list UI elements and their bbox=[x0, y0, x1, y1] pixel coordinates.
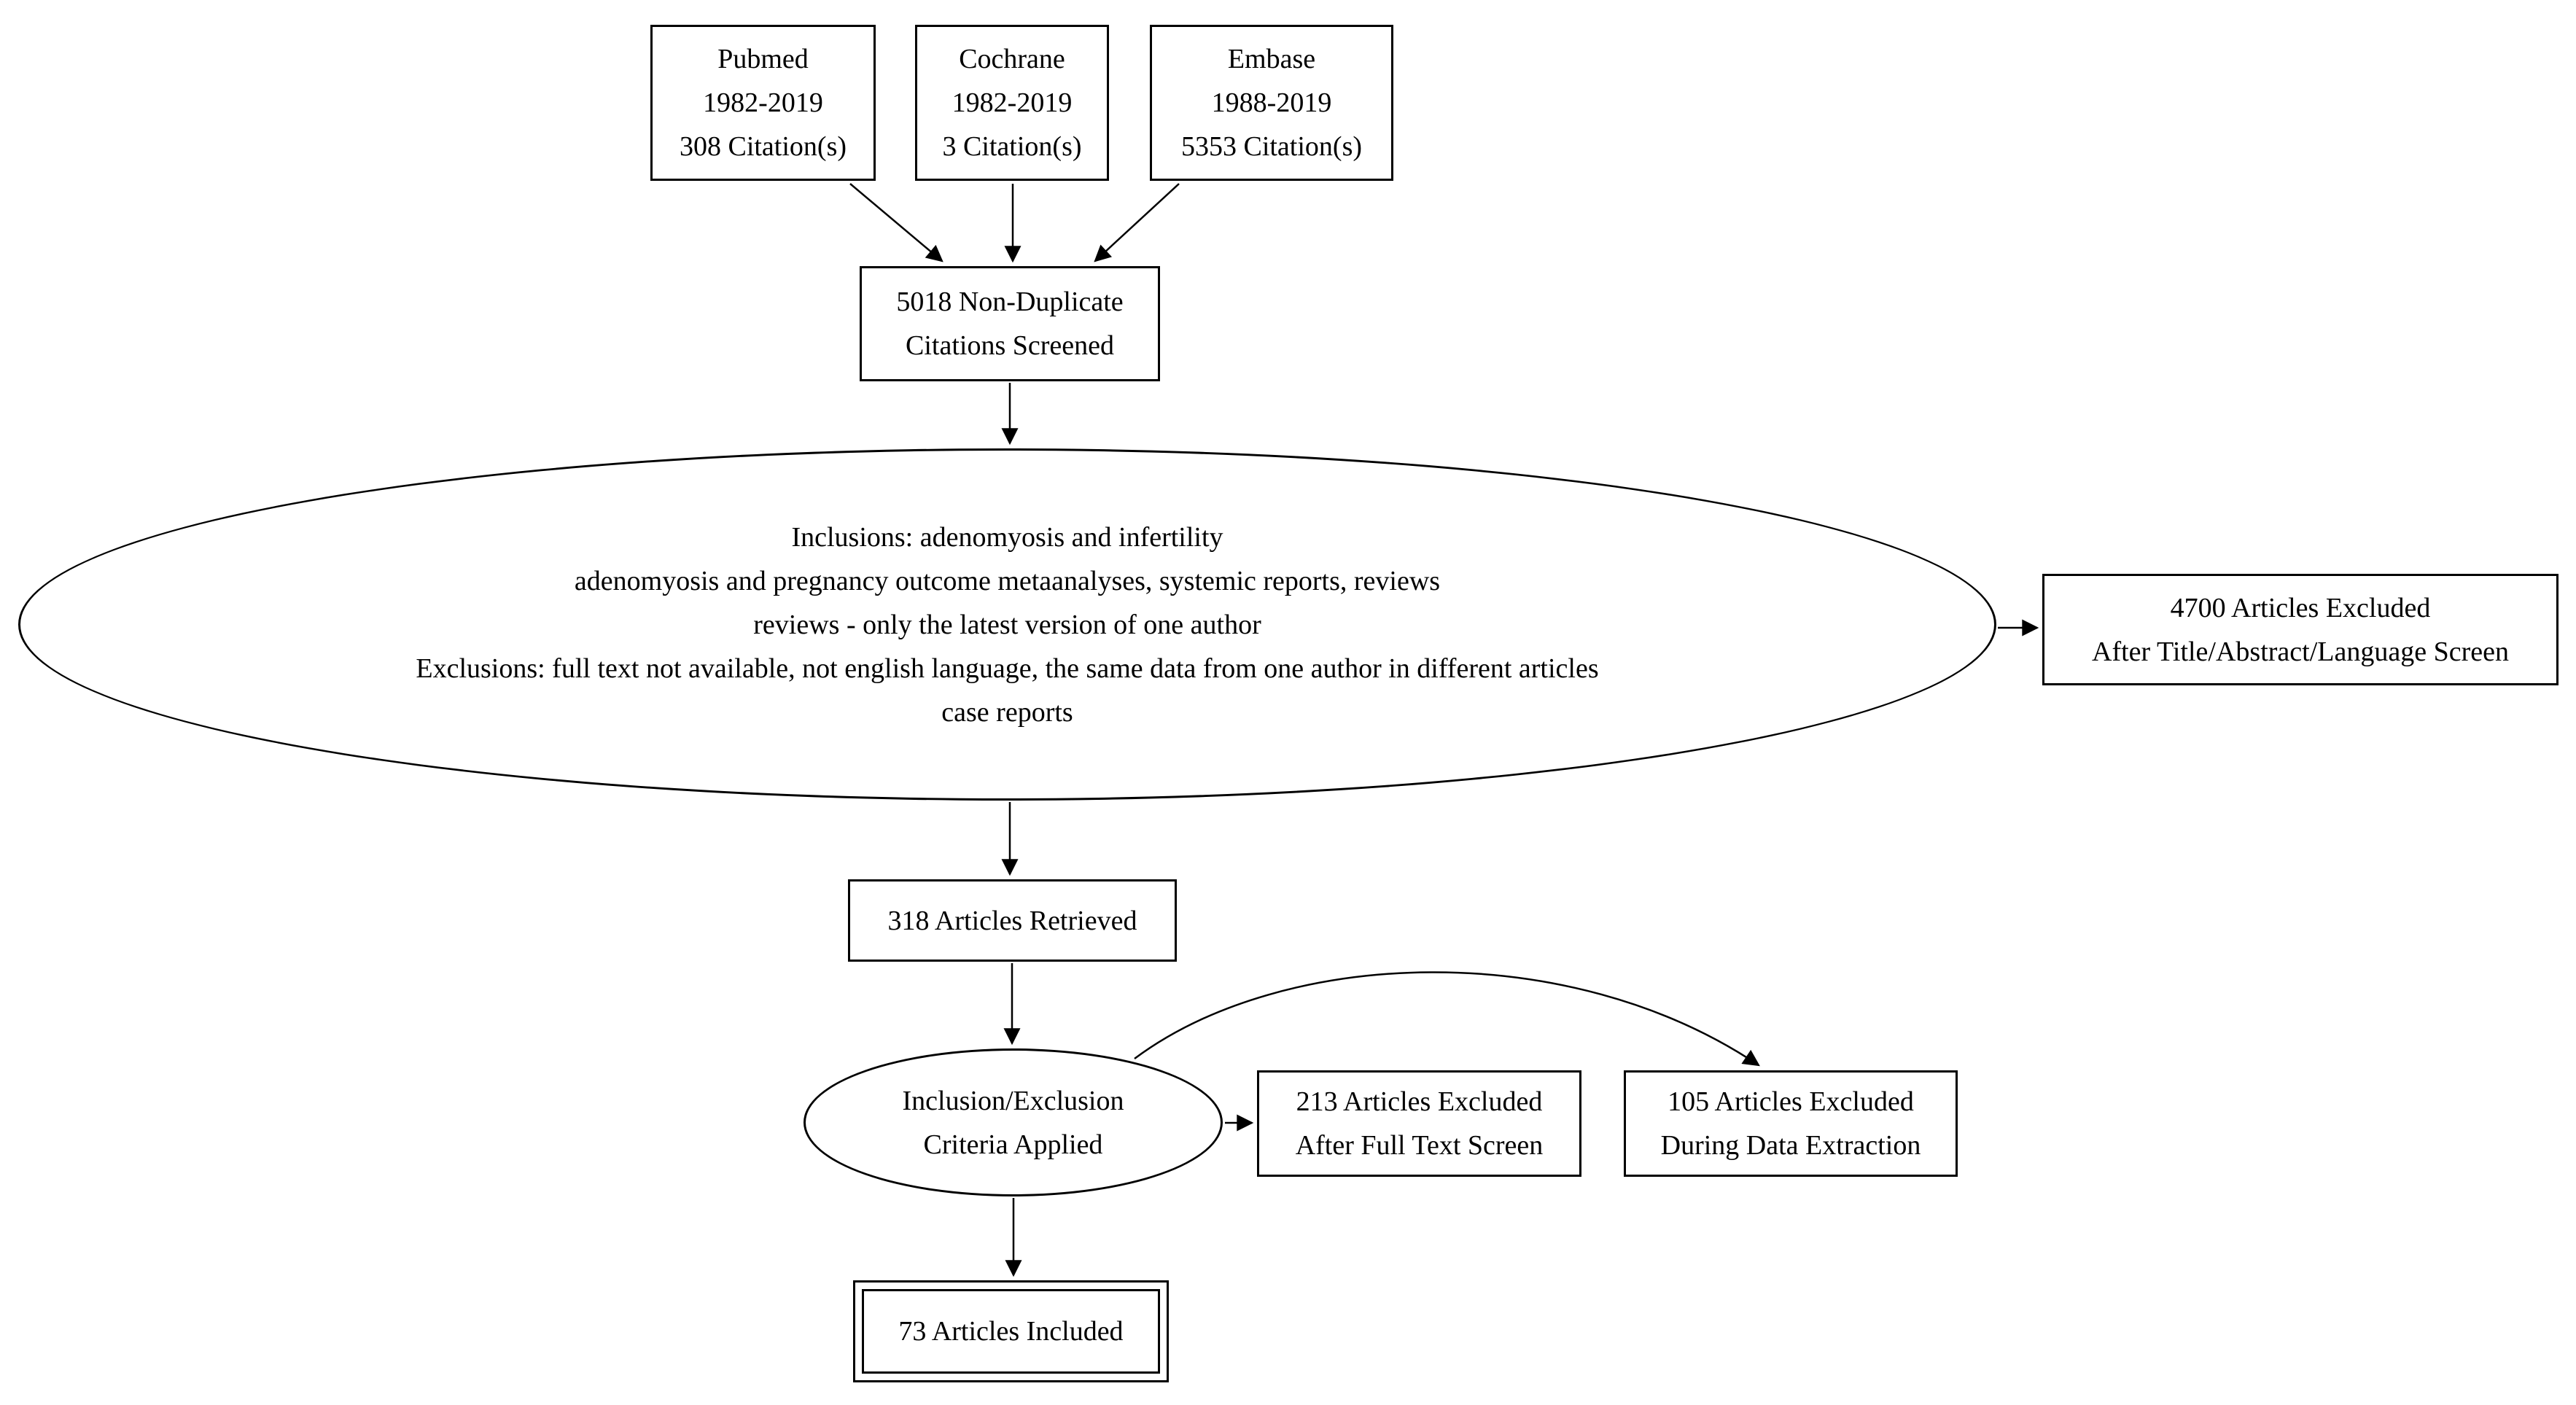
node-criteria-description: Inclusions: adenomyosis and infertility … bbox=[18, 448, 1996, 801]
excluded-title-screen-count: 4700 Articles Excluded bbox=[2170, 592, 2431, 623]
cochrane-citation-count: 3 Citation(s) bbox=[942, 131, 1082, 162]
criteria-applied-line1: Inclusion/Exclusion bbox=[902, 1085, 1124, 1116]
arrow-criteria-applied-to-excluded-data-extraction bbox=[1134, 971, 1760, 1067]
criteria-reviews-line: reviews - only the latest version of one… bbox=[753, 609, 1261, 640]
node-articles-included: 73 Articles Included bbox=[853, 1280, 1169, 1382]
excluded-data-extraction-label: During Data Extraction bbox=[1660, 1130, 1921, 1161]
criteria-inclusions-line: Inclusions: adenomyosis and infertility bbox=[791, 521, 1223, 553]
node-cochrane: Cochrane 1982-2019 3 Citation(s) bbox=[915, 25, 1109, 181]
excluded-full-text-count: 213 Articles Excluded bbox=[1296, 1086, 1543, 1117]
articles-included-label: 73 Articles Included bbox=[898, 1316, 1124, 1347]
excluded-data-extraction-count: 105 Articles Excluded bbox=[1668, 1086, 1914, 1117]
criteria-case-reports-line: case reports bbox=[941, 696, 1073, 728]
pubmed-year-range: 1982-2019 bbox=[703, 87, 823, 118]
pubmed-source-label: Pubmed bbox=[717, 44, 809, 74]
criteria-exclusions-line: Exclusions: full text not available, not… bbox=[416, 653, 1599, 684]
cochrane-source-label: Cochrane bbox=[959, 44, 1065, 74]
citations-screened-count: 5018 Non-Duplicate bbox=[896, 287, 1124, 317]
node-excluded-full-text: 213 Articles Excluded After Full Text Sc… bbox=[1257, 1070, 1581, 1177]
embase-source-label: Embase bbox=[1227, 44, 1316, 74]
arrow-pubmed-to-screened bbox=[849, 183, 943, 262]
node-excluded-data-extraction: 105 Articles Excluded During Data Extrac… bbox=[1624, 1070, 1958, 1177]
embase-citation-count: 5353 Citation(s) bbox=[1180, 131, 1363, 162]
node-criteria-applied: Inclusion/Exclusion Criteria Applied bbox=[803, 1048, 1223, 1196]
node-excluded-title-screen: 4700 Articles Excluded After Title/Abstr… bbox=[2042, 574, 2559, 685]
node-citations-screened: 5018 Non-Duplicate Citations Screened bbox=[860, 266, 1160, 381]
articles-included-inner-border: 73 Articles Included bbox=[862, 1289, 1160, 1374]
node-embase: Embase 1988-2019 5353 Citation(s) bbox=[1150, 25, 1393, 181]
cochrane-year-range: 1982-2019 bbox=[952, 87, 1073, 118]
citations-screened-label: Citations Screened bbox=[906, 330, 1114, 361]
pubmed-citation-count: 308 Citation(s) bbox=[679, 131, 847, 162]
node-articles-retrieved: 318 Articles Retrieved bbox=[848, 879, 1177, 962]
node-pubmed: Pubmed 1982-2019 308 Citation(s) bbox=[650, 25, 876, 181]
arrow-embase-to-screened bbox=[1094, 183, 1180, 262]
criteria-topics-line: adenomyosis and pregnancy outcome metaan… bbox=[574, 565, 1441, 596]
criteria-applied-line2: Criteria Applied bbox=[923, 1129, 1103, 1160]
articles-retrieved-label: 318 Articles Retrieved bbox=[887, 905, 1137, 936]
embase-year-range: 1988-2019 bbox=[1211, 87, 1332, 118]
excluded-title-screen-label: After Title/Abstract/Language Screen bbox=[2092, 636, 2509, 667]
excluded-full-text-label: After Full Text Screen bbox=[1295, 1130, 1544, 1161]
